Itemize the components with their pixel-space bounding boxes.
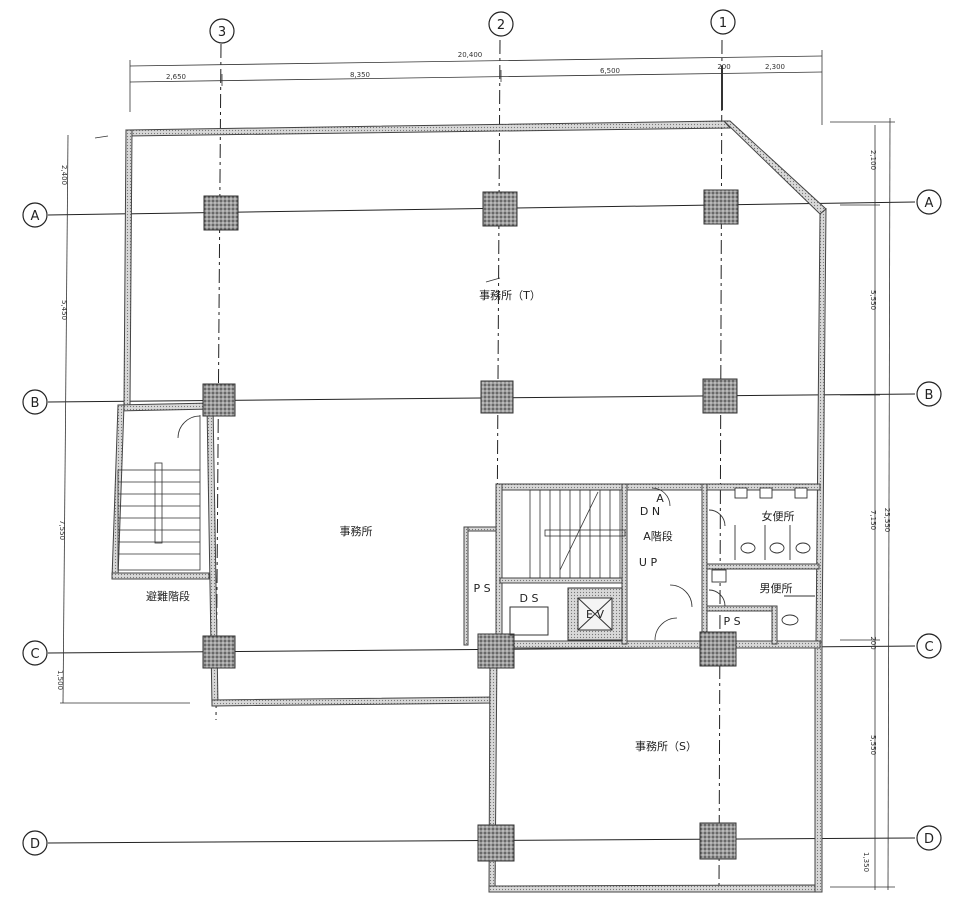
bubble-row-c-left (22, 640, 48, 666)
bubble-row-c-right (916, 633, 942, 659)
bubble-row-a-right (916, 189, 942, 215)
column-b1 (702, 378, 738, 414)
room-label-ps-right: P S (723, 615, 740, 628)
dim-left-seg-2: 5,450 (60, 300, 68, 320)
dim-right-seg-5: 5,550 (869, 735, 877, 755)
room-label-mens-wc: 男便所 (760, 582, 793, 595)
room-label-ps-left: P S (473, 582, 490, 595)
column-a1 (703, 189, 739, 225)
exterior-walls (111, 120, 827, 893)
column-b3 (202, 383, 236, 417)
column-d2 (477, 824, 515, 862)
bubble-label-d-left: D (30, 837, 40, 852)
stair-a-treads (529, 487, 693, 641)
bubble-label-col-1: 1 (719, 16, 727, 31)
bubble-col-3 (209, 18, 235, 44)
room-label-stair-up: U P (639, 556, 658, 569)
grid-line-a (47, 201, 916, 216)
dim-right-seg-4: 200 (869, 636, 877, 649)
structural-columns (202, 189, 739, 862)
dim-top-seg-3: 6,500 (600, 67, 620, 75)
dim-top-seg-2: 8,350 (350, 71, 370, 79)
grid-line-1 (718, 39, 723, 891)
dim-left-seg-4: 1,500 (56, 670, 64, 690)
room-label-stair-mark: A (656, 492, 664, 505)
core-walls (463, 483, 821, 650)
grid-lines (47, 39, 916, 891)
dim-left-seg-3: 7,550 (58, 520, 66, 540)
column-c2 (477, 633, 515, 669)
bubble-row-d-left (22, 830, 48, 856)
column-d1 (699, 822, 737, 860)
room-label-ds: D S (520, 592, 539, 605)
grid-bubbles (22, 9, 942, 856)
toilet-fixtures (708, 487, 815, 626)
bubble-label-col-2: 2 (497, 18, 505, 33)
dim-right-seg-2: 5,550 (869, 290, 877, 310)
bubble-label-col-3: 3 (218, 25, 226, 40)
room-label-stair-a: A階段 (643, 529, 673, 543)
column-a3 (203, 195, 239, 231)
room-label-office-t: 事務所（T） (479, 288, 541, 302)
dim-left-seg-1: 2,400 (60, 165, 68, 185)
bubble-label-b-left: B (31, 396, 40, 411)
bubble-row-a-left (22, 202, 48, 228)
dimension-lines (60, 50, 895, 891)
dim-top-seg-4: 200 (717, 63, 730, 71)
dim-right-seg-3: 7,150 (869, 510, 877, 530)
bubble-label-a-right: A (925, 196, 934, 211)
bubble-label-b-right: B (925, 388, 934, 403)
column-c3 (202, 635, 236, 669)
column-a2 (482, 191, 518, 227)
room-label-stair-dn: D N (640, 505, 660, 518)
room-label-office-s: 事務所（S） (635, 739, 697, 753)
bubble-row-b-right (916, 381, 942, 407)
dim-overall-width: 20,400 (458, 51, 483, 59)
dim-right-seg-1: 2,100 (869, 150, 877, 170)
bubble-label-a-left: A (31, 209, 40, 224)
ds-shaft (509, 606, 549, 636)
elevator-shaft (567, 587, 623, 641)
room-label-elevator: E V (586, 608, 604, 621)
dim-top-seg-5: 2,300 (765, 63, 785, 71)
dim-right-seg-6: 1,350 (862, 852, 870, 872)
dim-right-overall: 25,550 (883, 508, 891, 533)
bubble-row-b-left (22, 389, 48, 415)
bubble-col-2 (488, 11, 514, 37)
room-label-office-main: 事務所 (340, 524, 373, 538)
bubble-row-d-right (916, 825, 942, 851)
door-swings (485, 277, 501, 520)
column-c1 (699, 631, 737, 667)
room-label-evac-stair: 避難階段 (146, 589, 190, 603)
dim-top-seg-1: 2,650 (166, 73, 186, 81)
evacuation-stair-treads (117, 415, 201, 571)
bubble-label-c-left: C (30, 647, 39, 662)
bubble-label-c-right: C (924, 640, 933, 655)
bubble-col-1 (710, 9, 736, 35)
bubble-label-d-right: D (924, 832, 934, 847)
room-label-ladies-wc: 女便所 (762, 509, 795, 523)
column-b2 (480, 380, 514, 414)
